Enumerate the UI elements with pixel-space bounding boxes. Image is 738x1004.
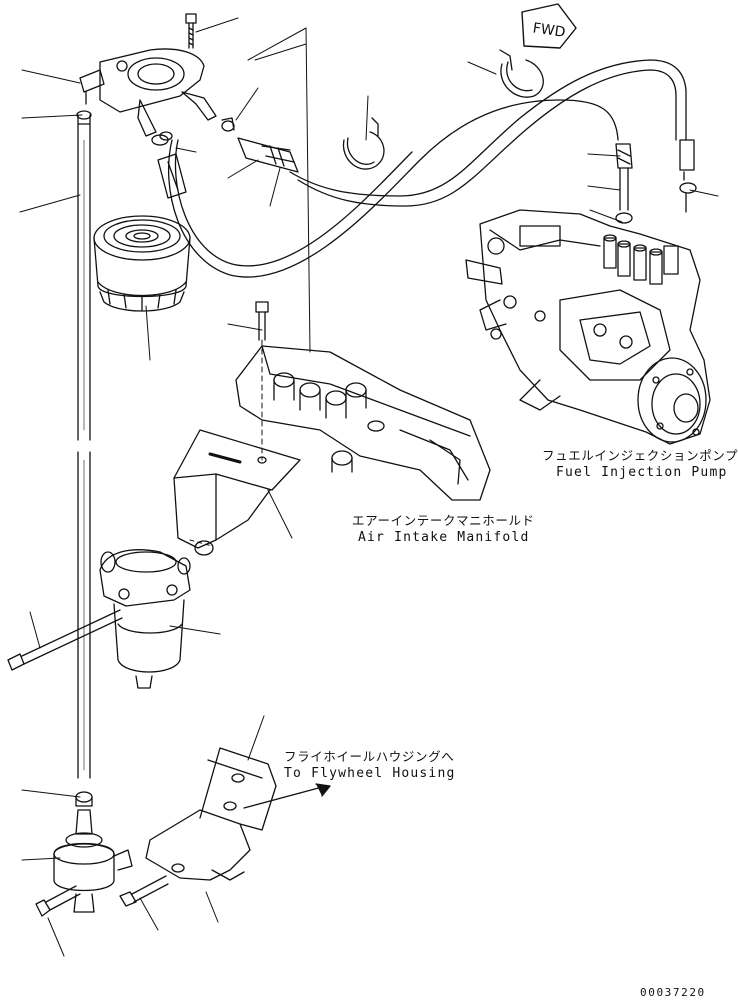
injection-pump-icon [465,209,711,445]
mounting-bolt-icon [7,609,123,671]
fuel-pipe-icon [75,123,93,807]
hose-clamp-large-icon [342,49,544,170]
flywheel-bracket-icon [145,747,331,881]
intake-manifold-icon [235,345,491,501]
fwd-arrow-icon: FWD [521,3,577,49]
bolt-icon [35,875,169,917]
flywheel-housing-label-jp: フライホイールハウジングへ [284,749,455,764]
pump-hose-icon [615,139,697,224]
fuel-filter-head-icon [79,48,217,137]
air-intake-manifold-label-en: Air Intake Manifold [358,530,530,545]
hose-segment-icon [157,137,299,199]
water-separator-icon [99,549,191,689]
fuel-injection-pump-label-jp: フュエルインジェクションポンプ [542,448,738,463]
callout-leaders [19,17,719,957]
drawing-code: 00037220 [640,986,706,999]
feed-pump-icon [53,809,133,913]
fuel-hoses [168,59,687,278]
flywheel-housing-label-en: To Flywheel Housing [284,766,456,781]
hose-clamp-icon [76,110,235,146]
bracket-bolt-icon [255,301,269,341]
top-bolt-icon [185,13,197,49]
svg-text:FWD: FWD [532,20,567,40]
fuel-filter-icon [93,215,191,312]
fuel-injection-pump-label-en: Fuel Injection Pump [556,465,728,480]
manifold-bracket-icon [173,429,301,556]
assembly-guide-lines [189,27,311,547]
air-intake-manifold-label-jp: エアーインテークマニホールド [352,513,535,528]
